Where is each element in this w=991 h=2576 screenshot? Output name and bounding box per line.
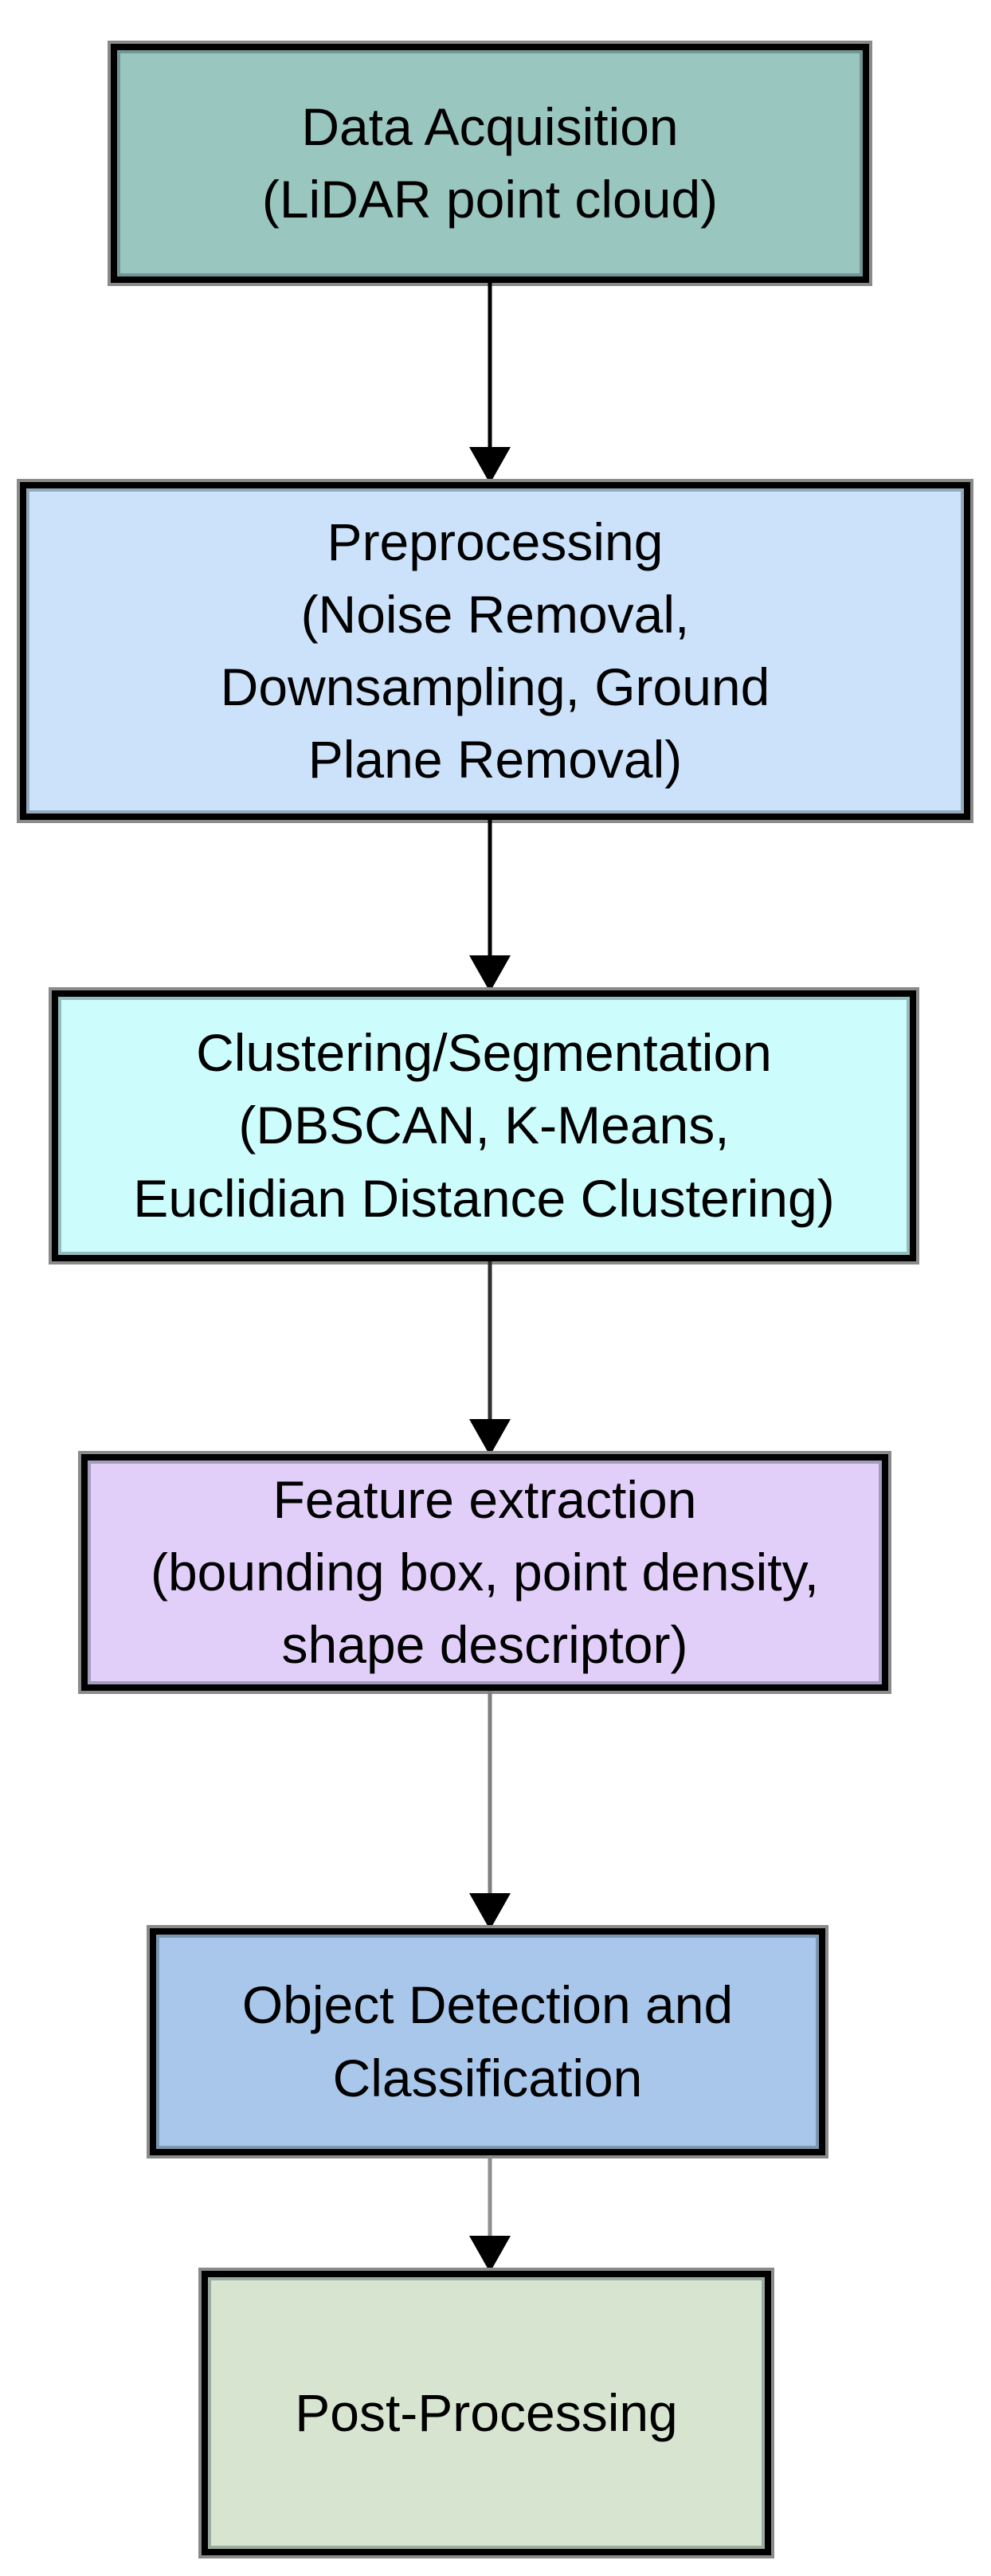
node-label: Data Acquisition (LiDAR point cloud)	[261, 96, 719, 229]
arrow-preprocessing-to-clustering	[469, 820, 511, 992]
node-post-processing: Post-Processing	[202, 2271, 771, 2555]
node-label: Feature extraction (bounding box, point …	[150, 1469, 820, 1675]
node-object-detection: Object Detection and Classification	[150, 1928, 825, 2155]
arrow-stem	[488, 1261, 492, 1425]
node-label: Object Detection and Classification	[241, 1975, 734, 2107]
node-feature-extraction: Feature extraction (bounding box, point …	[81, 1454, 888, 1691]
arrow-data-acquisition-to-preprocessing	[469, 283, 511, 484]
node-label: Post-Processing	[295, 2382, 678, 2442]
arrowhead-down-icon	[469, 955, 511, 992]
arrowhead-down-icon	[469, 1419, 511, 1456]
arrowhead-down-icon	[469, 1893, 511, 1930]
node-preprocessing: Preprocessing (Noise Removal, Downsampli…	[20, 482, 970, 820]
arrow-clustering-to-feature-extraction	[469, 1261, 511, 1456]
arrow-stem	[488, 283, 492, 453]
arrowhead-down-icon	[469, 2236, 511, 2272]
node-clustering-segmentation: Clustering/Segmentation (DBSCAN, K-Means…	[52, 990, 916, 1261]
arrow-feature-extraction-to-object-detection	[469, 1691, 511, 1930]
arrow-object-detection-to-post-processing	[469, 2155, 511, 2272]
node-data-acquisition: Data Acquisition (LiDAR point cloud)	[111, 44, 869, 283]
arrow-stem	[488, 1691, 492, 1900]
arrow-stem	[488, 2155, 492, 2242]
arrow-stem	[488, 820, 492, 962]
node-label: Clustering/Segmentation (DBSCAN, K-Means…	[133, 1023, 835, 1228]
node-label: Preprocessing (Noise Removal, Downsampli…	[220, 512, 770, 790]
arrowhead-down-icon	[469, 447, 511, 484]
